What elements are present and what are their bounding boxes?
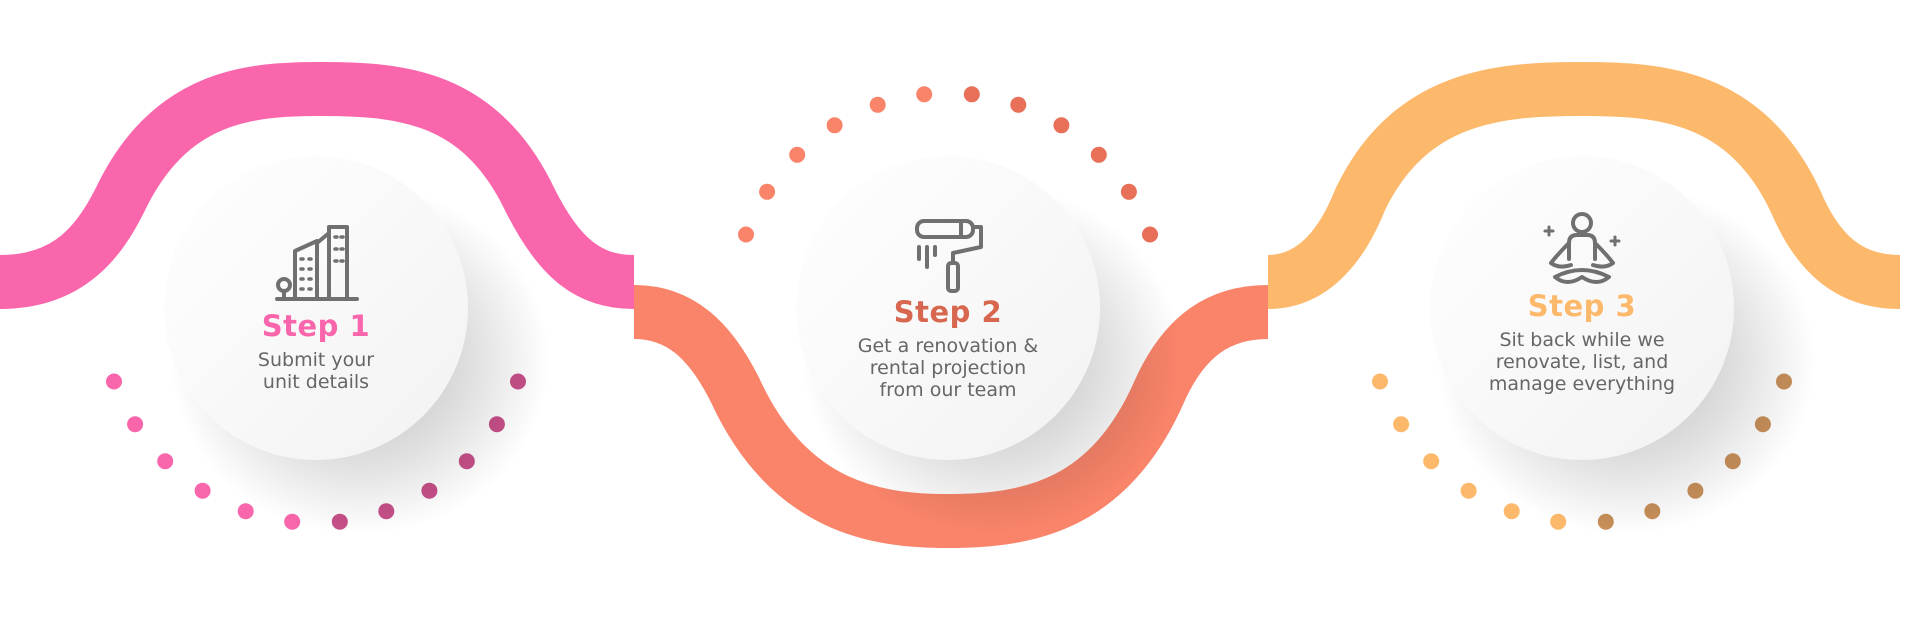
dot xyxy=(1090,146,1107,163)
step3-circle xyxy=(1430,156,1734,460)
step1-circle xyxy=(164,156,468,460)
dot xyxy=(869,96,886,113)
dot xyxy=(1372,373,1388,390)
dot xyxy=(789,146,806,163)
dot xyxy=(1053,117,1070,134)
step2-description: Get a renovation & rental projection fro… xyxy=(857,334,1039,401)
dot xyxy=(916,86,933,103)
dot xyxy=(1460,482,1477,499)
dot xyxy=(106,373,122,390)
step-card-2: Step 2 Get a renovation & rental project… xyxy=(798,158,1098,458)
step3-description: Sit back while we renovate, list, and ma… xyxy=(1488,328,1676,395)
step1-title: Step 1 xyxy=(261,309,371,344)
dot xyxy=(963,86,980,103)
path-segment-orange xyxy=(1266,61,1902,309)
dot xyxy=(157,453,174,470)
dotted-arc-step2 xyxy=(738,86,1158,243)
dot xyxy=(1393,416,1410,433)
step-card-3: Step 3 Sit back while we renovate, list,… xyxy=(1432,158,1732,458)
dot xyxy=(237,503,254,520)
dot xyxy=(1503,503,1520,520)
dot xyxy=(127,416,144,433)
buildings-icon xyxy=(275,225,359,302)
step-card-1: Step 1 Submit your unit details xyxy=(166,158,466,458)
step2-circle xyxy=(796,156,1100,460)
step3-title: Step 3 xyxy=(1527,289,1637,324)
dot xyxy=(1142,226,1158,243)
dot xyxy=(738,226,754,243)
dot xyxy=(759,183,776,200)
path-segment-pink xyxy=(0,61,635,309)
step1-description: Submit your unit details xyxy=(257,348,375,393)
dot xyxy=(194,482,211,499)
dot xyxy=(826,117,843,134)
paint-roller-icon xyxy=(915,219,983,294)
dot xyxy=(1010,96,1027,113)
dot xyxy=(1120,183,1137,200)
dot xyxy=(1423,453,1440,470)
step2-title: Step 2 xyxy=(893,295,1003,330)
meditation-icon xyxy=(1543,212,1621,285)
